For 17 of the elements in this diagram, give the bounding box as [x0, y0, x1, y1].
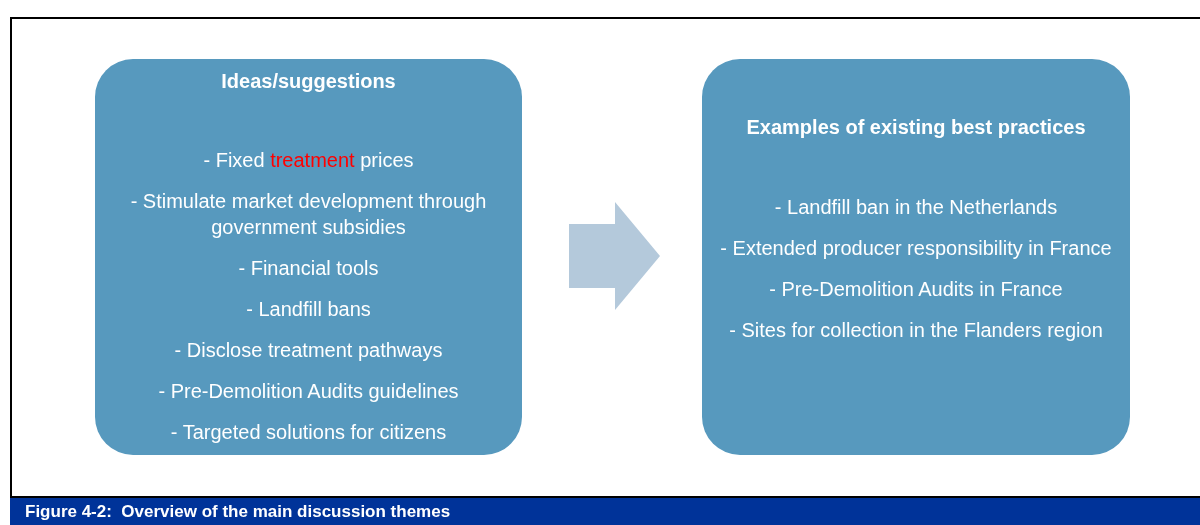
bullet-item: - Financial tools — [238, 256, 379, 281]
rounded-box — [702, 59, 1130, 455]
bullet-item: - Landfill ban in the Netherlands — [774, 195, 1058, 220]
bullet-item: - Pre-Demolition Audits in France — [769, 277, 1063, 302]
bullet-item: - Sites for collection in the Flanders region — [729, 318, 1103, 343]
bullet-item: - Stimulate market development through government subsidies — [129, 189, 488, 240]
bullet-item: - Extended producer responsibility in France — [720, 236, 1112, 261]
bullet-item: - Fixed treatment prices — [203, 148, 414, 173]
bullet-item: - Disclose treatment pathways — [174, 338, 443, 363]
figure-caption: Figure 4-2: Overview of the main discussion themes — [10, 498, 1200, 525]
bullet-item: - Pre-Demolition Audits guidelines — [158, 379, 459, 404]
block-arrow — [569, 202, 660, 310]
box-heading: Ideas/suggestions — [221, 69, 396, 93]
bullet-item: - Targeted solutions for citizens — [170, 420, 447, 445]
bullet-item: - Landfill bans — [246, 297, 371, 322]
rounded-box — [95, 59, 522, 455]
box-heading: Examples of existing best practices — [746, 115, 1086, 139]
